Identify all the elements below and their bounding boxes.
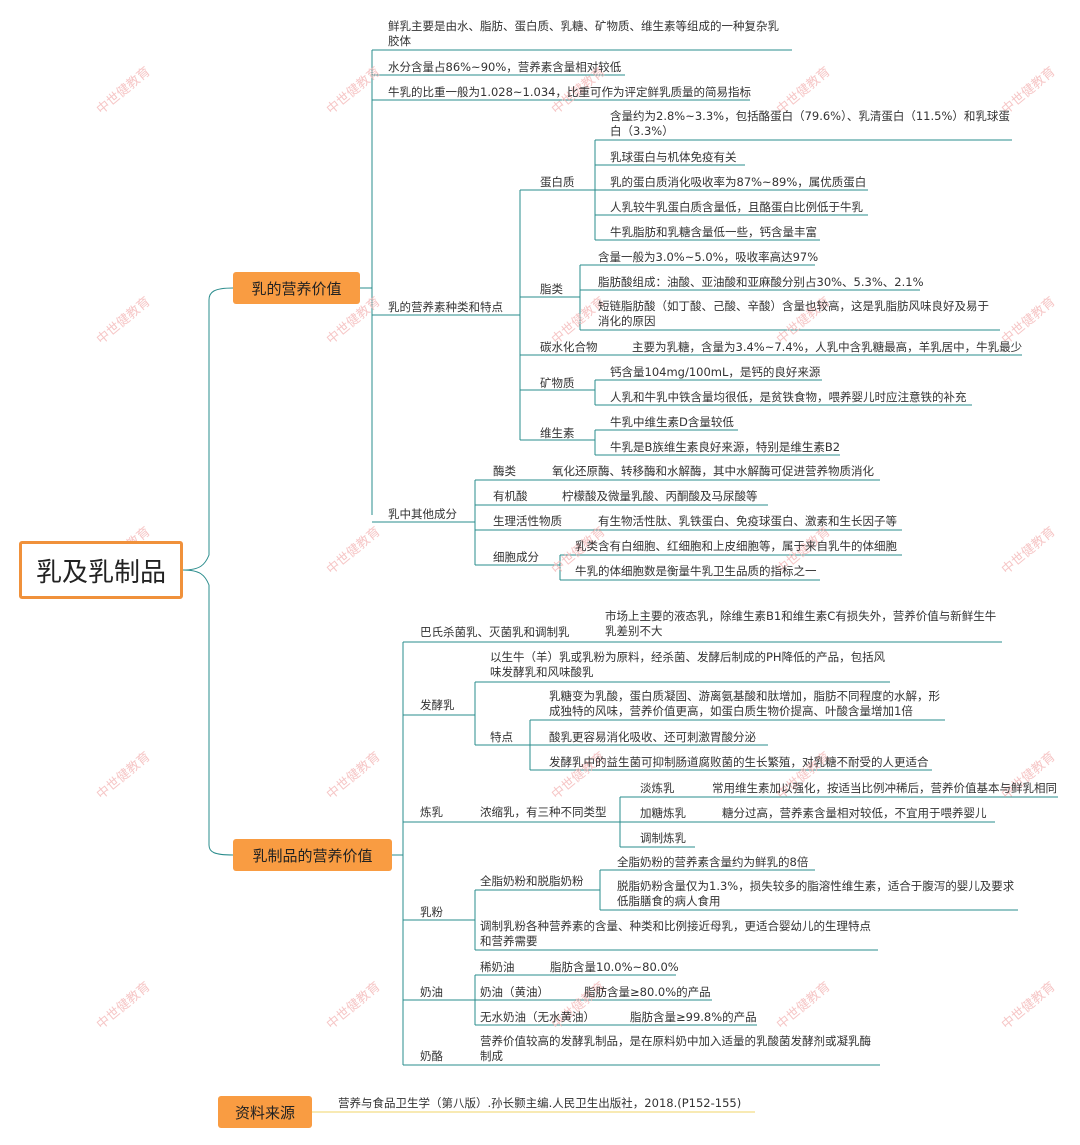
mineral-item: 人乳和牛乳中铁含量均很低，是贫铁食物，喂养婴儿时应注意铁的补充 bbox=[610, 390, 967, 404]
vitamin-item: 牛乳中维生素D含量较低 bbox=[610, 415, 734, 429]
enzyme-text: 氧化还原酶、转移酶和水解酶，其中水解酶可促进营养物质消化 bbox=[552, 464, 874, 478]
cream-label: 奶油 bbox=[420, 985, 443, 999]
powder-formula: 调制乳粉各种营养素的含量、种类和比例接近母乳，更适合婴幼儿的生理特点和营养需要 bbox=[480, 919, 871, 948]
carb-label: 碳水化合物 bbox=[540, 340, 598, 354]
ferment-label: 发酵乳 bbox=[420, 698, 455, 712]
cell-label: 细胞成分 bbox=[493, 550, 539, 564]
protein-item: 乳球蛋白与机体免疫有关 bbox=[610, 150, 737, 164]
bio-label: 生理活性物质 bbox=[493, 514, 562, 528]
other-label: 乳中其他成分 bbox=[388, 507, 457, 521]
protein-item: 人乳较牛乳蛋白质含量低，且酪蛋白比例低于牛乳 bbox=[610, 200, 863, 214]
condensed-light-text: 常用维生素加以强化，按适当比例冲稀后，营养价值基本与鲜乳相同 bbox=[712, 781, 1057, 795]
intro-composition: 鲜乳主要是由水、脂肪、蛋白质、乳糖、矿物质、维生素等组成的一种复杂乳胶体 bbox=[388, 19, 779, 48]
ferment-feature: 发酵乳中的益生菌可抑制肠道腐败菌的生长繁殖，对乳糖不耐受的人更适合 bbox=[549, 755, 929, 769]
ferment-feature: 乳糖变为乳酸，蛋白质凝固、游离氨基酸和肽增加，脂肪不同程度的水解，形成独特的风味… bbox=[549, 689, 940, 718]
protein-item: 含量约为2.8%~3.3%，包括酪蛋白（79.6%）、乳清蛋白（11.5%）和乳… bbox=[610, 109, 1010, 138]
vitamin-label: 维生素 bbox=[540, 426, 575, 440]
cell-item: 牛乳的体细胞数是衡量牛乳卫生品质的指标之一 bbox=[575, 564, 817, 578]
bio-text: 有生物活性肽、乳铁蛋白、免疫球蛋白、激素和生长因子等 bbox=[598, 514, 897, 528]
source-text: 营养与食品卫生学（第八版）.孙长颢主编.人民卫生出版社，2018.(P152-1… bbox=[338, 1096, 742, 1110]
fat-item: 脂肪酸组成：油酸、亚油酸和亚麻酸分别占30%、5.3%、2.1% bbox=[598, 275, 924, 289]
fat-label: 脂类 bbox=[540, 282, 563, 296]
liquid-label: 巴氏杀菌乳、灭菌乳和调制乳 bbox=[420, 625, 570, 639]
powder-whole-label: 全脂奶粉和脱脂奶粉 bbox=[480, 874, 584, 888]
cheese-label: 奶酪 bbox=[420, 1049, 443, 1063]
cream-item-text: 脂肪含量≥99.8%的产品 bbox=[630, 1010, 757, 1024]
powder-whole-item: 全脂奶粉的营养素含量约为鲜乳的8倍 bbox=[617, 855, 809, 869]
mineral-label: 矿物质 bbox=[540, 376, 575, 390]
enzyme-label: 酶类 bbox=[493, 464, 516, 478]
powder-whole-item: 脱脂奶粉含量仅为1.3%，损失较多的脂溶性维生素，适合于腹泻的婴儿及要求低脂膳食… bbox=[617, 879, 1015, 908]
branch-dairy-nutrition[interactable]: 乳制品的营养价值 bbox=[233, 839, 392, 871]
intro-density: 牛乳的比重一般为1.028~1.034，比重可作为评定鲜乳质量的简易指标 bbox=[388, 85, 751, 99]
source-label: 资料来源 bbox=[218, 1096, 312, 1128]
fat-item: 含量一般为3.0%~5.0%，吸收率高达97% bbox=[598, 250, 819, 264]
cream-item-text: 脂肪含量10.0%~80.0% bbox=[550, 960, 679, 974]
cream-item-text: 脂肪含量≥80.0%的产品 bbox=[584, 985, 711, 999]
ferment-def: 以生牛（羊）乳或乳粉为原料，经杀菌、发酵后制成的PH降低的产品，包括风味发酵乳和… bbox=[490, 650, 886, 679]
protein-label: 蛋白质 bbox=[540, 175, 575, 189]
condensed-mixed-label: 调制炼乳 bbox=[640, 831, 686, 845]
condensed-sub: 浓缩乳，有三种不同类型 bbox=[480, 805, 607, 819]
acid-text: 柠檬酸及微量乳酸、丙酮酸及马尿酸等 bbox=[562, 489, 758, 503]
ferment-feature-label: 特点 bbox=[490, 730, 513, 744]
fat-item: 短链脂肪酸（如丁酸、己酸、辛酸）含量也较高，这是乳脂肪风味良好及易于消化的原因 bbox=[598, 299, 989, 328]
cheese-text: 营养价值较高的发酵乳制品，是在原料奶中加入适量的乳酸菌发酵剂或凝乳酶制成 bbox=[480, 1034, 871, 1063]
cream-item-label: 稀奶油 bbox=[480, 960, 515, 974]
root-node[interactable]: 乳及乳制品 bbox=[19, 541, 183, 599]
carb-text: 主要为乳糖，含量为3.4%~7.4%，人乳中含乳糖最高，羊乳居中，牛乳最少 bbox=[632, 340, 1023, 354]
nutrients-label: 乳的营养素种类和特点 bbox=[388, 300, 503, 314]
condensed-sweet-label: 加糖炼乳 bbox=[640, 806, 686, 820]
acid-label: 有机酸 bbox=[493, 489, 528, 503]
condensed-light-label: 淡炼乳 bbox=[640, 781, 675, 795]
condensed-sweet-text: 糖分过高，营养素含量相对较低，不宜用于喂养婴儿 bbox=[722, 806, 987, 820]
mineral-item: 钙含量104mg/100mL，是钙的良好来源 bbox=[610, 365, 821, 379]
cream-item-label: 无水奶油（无水黄油） bbox=[480, 1010, 595, 1024]
condensed-label: 炼乳 bbox=[420, 805, 443, 819]
powder-label: 乳粉 bbox=[420, 905, 443, 919]
cell-item: 乳类含有白细胞、红细胞和上皮细胞等，属于来自乳牛的体细胞 bbox=[575, 539, 897, 553]
branch-milk-nutrition[interactable]: 乳的营养价值 bbox=[233, 272, 360, 304]
vitamin-item: 牛乳是B族维生素良好来源，特别是维生素B2 bbox=[610, 440, 841, 454]
liquid-text: 市场上主要的液态乳，除维生素B1和维生素C有损失外，营养价值与新鲜生牛乳差别不大 bbox=[605, 609, 997, 638]
protein-item: 乳的蛋白质消化吸收率为87%~89%，属优质蛋白 bbox=[610, 175, 867, 189]
intro-water: 水分含量占86%~90%，营养素含量相对较低 bbox=[388, 60, 622, 74]
ferment-feature: 酸乳更容易消化吸收、还可刺激胃酸分泌 bbox=[549, 730, 756, 744]
cream-item-label: 奶油（黄油） bbox=[480, 985, 549, 999]
protein-item: 牛乳脂肪和乳糖含量低一些，钙含量丰富 bbox=[610, 225, 817, 239]
